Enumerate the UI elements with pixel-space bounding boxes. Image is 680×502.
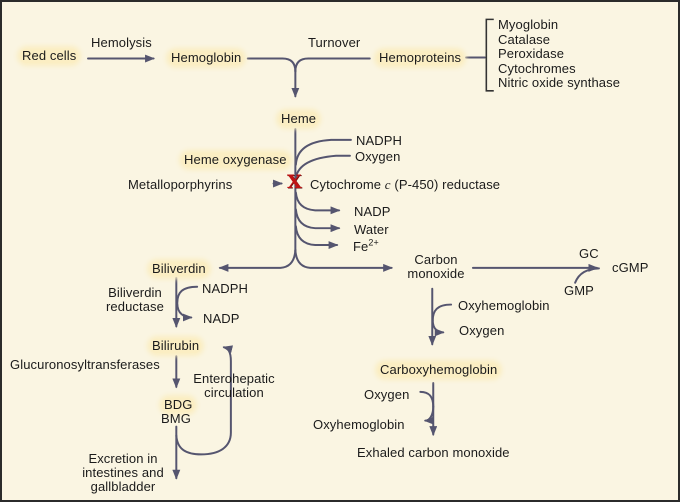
excretion-line3: gallbladder (90, 479, 156, 494)
label-biliverdin-reductase: Biliverdin reductase (98, 286, 172, 314)
list-item-myoglobin: Myoglobin (498, 17, 559, 32)
node-hemoproteins: Hemoproteins (377, 50, 464, 65)
node-hemoglobin: Hemoglobin (169, 50, 244, 65)
hemoprotein-list: Myoglobin Catalase Peroxidase Cytochrome… (498, 17, 621, 91)
label-excretion: Excretion in intestines and gallbladder (78, 452, 168, 494)
label-metalloporphyrins: Metalloporphyrins (128, 177, 233, 192)
node-cgmp: cGMP (612, 260, 649, 275)
node-red-cells: Red cells (20, 48, 79, 63)
label-gc: GC (579, 246, 599, 261)
curve-nadph-input (294, 138, 352, 166)
curve-oxyhemoglobin-input (431, 303, 453, 322)
inhibition-x-icon: X (287, 171, 302, 193)
label-glucuronosyltransferases: Glucuronosyltransferases (10, 357, 160, 372)
label-gmp: GMP (564, 283, 594, 298)
cytochrome-reductase-c: c (384, 177, 391, 192)
node-biliverdin: Biliverdin (150, 261, 208, 276)
node-bilirubin: Bilirubin (150, 338, 202, 353)
label-water-output: Water (354, 222, 389, 237)
curve-gmp-input (574, 267, 600, 284)
cytochrome-reductase-pre: Cytochrome (310, 177, 385, 192)
node-heme: Heme (279, 111, 319, 126)
curve-split-to-biliverdin (218, 249, 297, 272)
label-oxyhemoglobin-input: Oxyhemoglobin (458, 298, 550, 313)
node-heme-oxygenase: Heme oxygenase (182, 152, 289, 167)
carbon-monoxide-line1: Carbon (414, 252, 458, 267)
node-exhaled-carbon-monoxide: Exhaled carbon monoxide (357, 445, 510, 460)
label-fe-output: Fe2+ (353, 237, 379, 254)
curve-oxygen-input (294, 154, 351, 179)
fe-superscript: 2+ (368, 237, 379, 248)
label-oxygen-input: Oxygen (355, 149, 401, 164)
label-oxygen-released: Oxygen (459, 323, 505, 338)
label-nadp-mid: NADP (203, 311, 240, 326)
curve-fe-output (294, 225, 339, 250)
line-hemoglobin-to-junction (246, 57, 297, 73)
excretion-line2: intestines and (82, 465, 164, 480)
node-bmg: BMG (161, 411, 191, 426)
list-item-peroxidase: Peroxidase (498, 46, 565, 62)
curve-split-to-carbon-monoxide (294, 249, 394, 272)
cytochrome-reductase-post: (P-450) reductase (390, 177, 501, 192)
curve-nadph-mid-input (176, 285, 199, 304)
biliverdin-reductase-line1: Biliverdin (108, 285, 162, 300)
label-oxyhemoglobin-output: Oxyhemoglobin (313, 417, 405, 432)
curve-nadp-mid-output (176, 302, 193, 322)
label-cytochrome-reductase: Cytochrome c (P-450) reductase (310, 178, 500, 192)
curve-water-output (294, 208, 341, 233)
label-oxygen-lungs: Oxygen (364, 387, 410, 402)
biliverdin-reductase-line2: reductase (106, 299, 164, 314)
line-turnover-to-junction (294, 57, 371, 73)
node-carbon-monoxide: Carbon monoxide (402, 253, 470, 281)
curve-oxyhemoglobin-output (423, 405, 435, 425)
node-carboxyhemoglobin: Carboxyhemoglobin (378, 362, 500, 377)
label-nadph-input: NADPH (356, 133, 403, 148)
label-hemolysis: Hemolysis (91, 35, 152, 50)
excretion-line1: Excretion in (88, 451, 158, 466)
node-bdg: BDG (162, 397, 195, 412)
curve-oxygen-lungs-input (419, 390, 435, 408)
list-item-nitric-oxide-synthase: Nitric oxide synthase (498, 75, 621, 91)
enterohepatic-line1: Enterohepatic (193, 371, 275, 386)
curve-enterohepatic-loop (175, 345, 234, 456)
label-nadph-mid: NADPH (202, 281, 249, 296)
enterohepatic-line2: circulation (204, 385, 264, 400)
carbon-monoxide-line2: monoxide (407, 266, 465, 281)
label-nadp-output: NADP (354, 204, 391, 219)
hemoproteins-bracket (485, 18, 494, 92)
label-turnover: Turnover (308, 35, 361, 50)
label-enterohepatic-circulation: Enterohepatic circulation (186, 372, 282, 400)
fe-base: Fe (353, 239, 369, 254)
curve-oxygen-released (431, 319, 445, 337)
list-item-cytochromes: Cytochromes (498, 60, 576, 76)
curve-nadp-output (294, 191, 341, 215)
list-item-catalase: Catalase (498, 31, 551, 47)
